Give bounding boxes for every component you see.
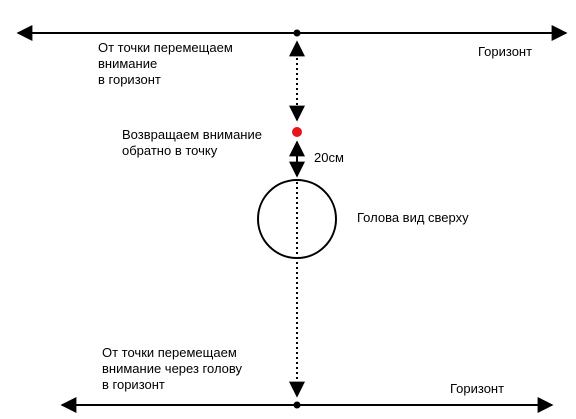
top-horizon-point — [293, 29, 301, 37]
top-instruction-label: От точки перемещаем внимание в горизонт — [98, 40, 233, 87]
head-label: Голова вид сверху — [357, 210, 469, 225]
top-horizon-label: Горизонт — [478, 44, 533, 59]
return-instruction-label: Возвращаем внимание обратно в точку — [122, 127, 262, 158]
focus-point — [292, 127, 302, 137]
bottom-horizon-point — [293, 401, 301, 409]
bottom-instruction-label: От точки перемещаем внимание через голов… — [102, 345, 243, 392]
distance-label: 20см — [314, 150, 344, 165]
bottom-horizon-label: Горизонт — [450, 381, 505, 396]
